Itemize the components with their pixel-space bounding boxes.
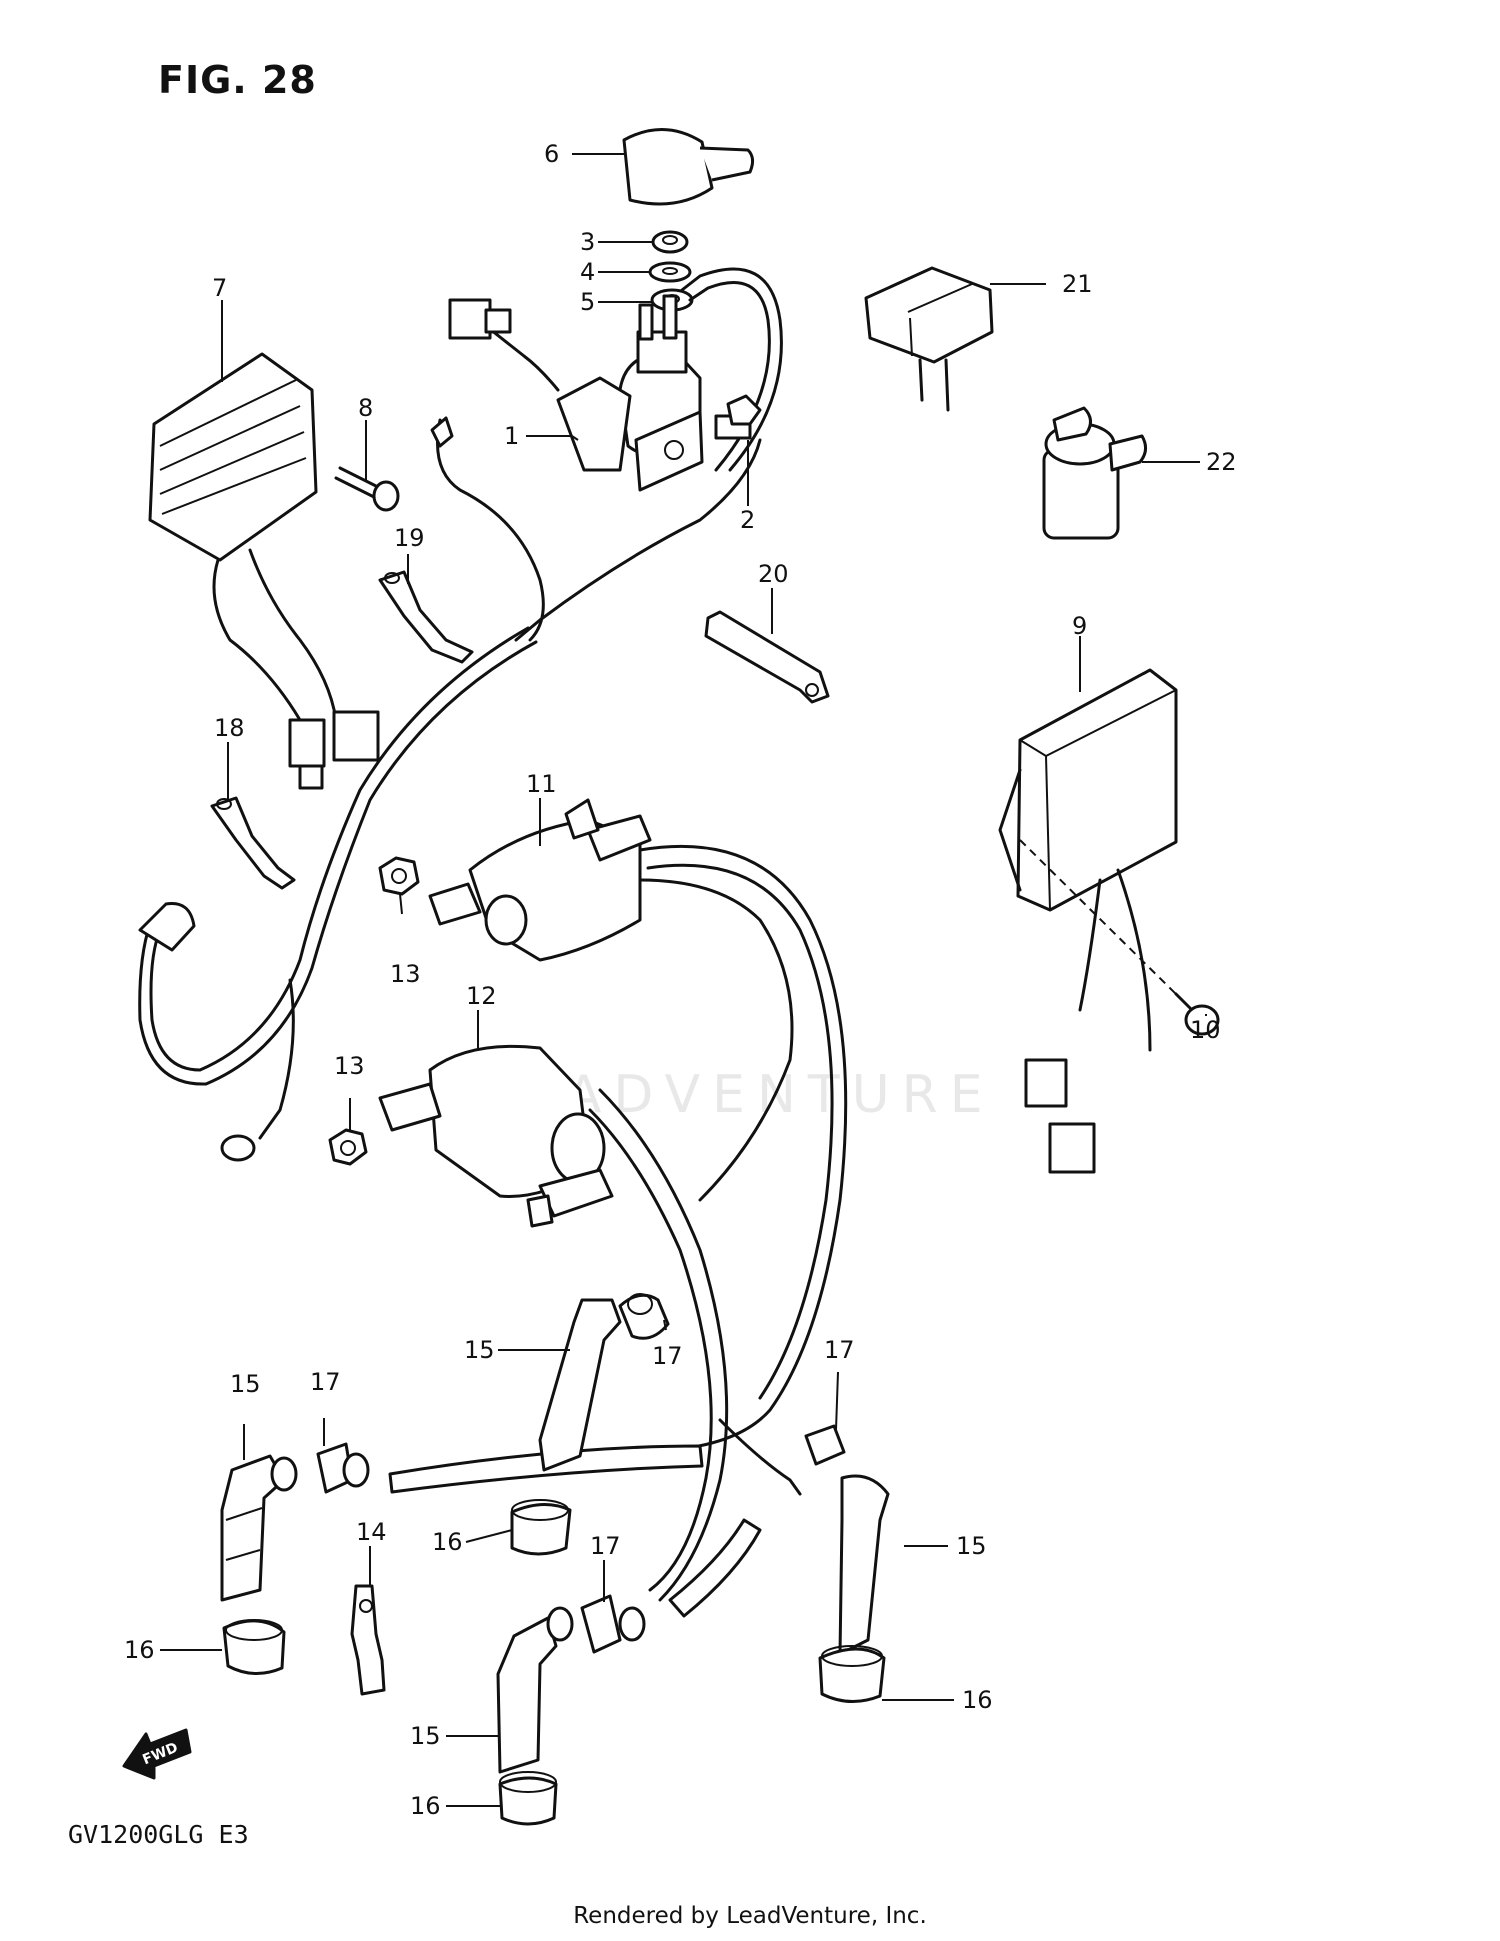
- callout-2: 2: [740, 506, 756, 534]
- part-19-bracket: [378, 570, 474, 664]
- callout-17-center: 17: [652, 1342, 683, 1370]
- callout-16-lower: 16: [410, 1792, 441, 1820]
- callout-15-center: 15: [464, 1336, 495, 1364]
- callout-16-center: 16: [432, 1528, 463, 1556]
- part-16-boot-c: [818, 1645, 886, 1703]
- wire-harness: [138, 416, 762, 1162]
- callout-8: 8: [358, 394, 374, 422]
- part-9-ignitor-unit: [998, 668, 1178, 1174]
- part-17-grommet-a: [270, 1442, 370, 1494]
- leader-lines: [160, 153, 1207, 1807]
- part-14-terminal: [350, 1584, 386, 1696]
- part-2-bolt: [714, 394, 762, 440]
- callout-6: 6: [544, 140, 560, 168]
- part-6-terminal-cap: [622, 128, 755, 206]
- callout-1: 1: [504, 422, 520, 450]
- part-17-grommet-b: [618, 1293, 670, 1340]
- part-10-screw: [1019, 839, 1220, 1036]
- part-3-nut: [651, 230, 689, 254]
- callout-13-upper: 13: [390, 960, 421, 988]
- callout-17-right: 17: [824, 1336, 855, 1364]
- callout-17-lower: 17: [590, 1532, 621, 1560]
- callout-11: 11: [526, 770, 557, 798]
- callout-21: 21: [1062, 270, 1093, 298]
- figure-title: FIG. 28: [158, 58, 317, 102]
- callout-9: 9: [1072, 612, 1088, 640]
- part-18-bracket: [210, 796, 296, 890]
- callout-10: 10: [1190, 1016, 1221, 1044]
- part-13-nut-lower: [328, 1128, 368, 1166]
- fwd-arrow: [122, 1728, 192, 1780]
- callout-14: 14: [356, 1518, 387, 1546]
- callout-7: 7: [212, 274, 228, 302]
- part-15-plug-cap-c: [838, 1474, 890, 1656]
- part-21-relay: [864, 266, 994, 412]
- callout-12: 12: [466, 982, 497, 1010]
- part-7-regulator: [148, 352, 380, 790]
- part-1-starter-relay: [448, 267, 783, 492]
- part-15-plug-cap-a: [220, 1454, 286, 1602]
- callout-22: 22: [1206, 448, 1237, 476]
- part-16-boot-d: [498, 1771, 558, 1826]
- callout-18: 18: [214, 714, 245, 742]
- callout-15-lower: 15: [410, 1722, 441, 1750]
- callout-20: 20: [758, 560, 789, 588]
- callout-16-right: 16: [962, 1686, 993, 1714]
- callout-13-lower: 13: [334, 1052, 365, 1080]
- callout-16-left: 16: [124, 1636, 155, 1664]
- part-13-nut-upper: [378, 856, 420, 896]
- part-17-grommet-d: [546, 1594, 646, 1654]
- footer-credit: Rendered by LeadVenture, Inc.: [573, 1903, 927, 1929]
- part-20-strap: [704, 610, 830, 704]
- part-17-grommet-c: [804, 1424, 846, 1466]
- callout-19: 19: [394, 524, 425, 552]
- model-code: GV1200GLG E3: [68, 1820, 249, 1849]
- part-15-plug-cap-b: [538, 1298, 622, 1472]
- part-11-ignition-coil: [428, 798, 652, 962]
- part-16-boot-a: [222, 1619, 286, 1675]
- callout-3: 3: [580, 228, 596, 256]
- callout-17-left: 17: [310, 1368, 341, 1396]
- part-12-ignition-coil: [378, 1044, 614, 1228]
- callout-15-right: 15: [956, 1532, 987, 1560]
- callout-4: 4: [580, 258, 596, 286]
- part-8-screw: [334, 466, 400, 512]
- part-15-plug-cap-d: [496, 1616, 558, 1774]
- part-22-switch: [1042, 406, 1147, 540]
- callout-5: 5: [580, 288, 596, 316]
- part-16-boot-b: [510, 1499, 572, 1556]
- part-4-washer: [648, 261, 692, 283]
- high-tension-leads: [388, 844, 848, 1618]
- callout-15-left: 15: [230, 1370, 261, 1398]
